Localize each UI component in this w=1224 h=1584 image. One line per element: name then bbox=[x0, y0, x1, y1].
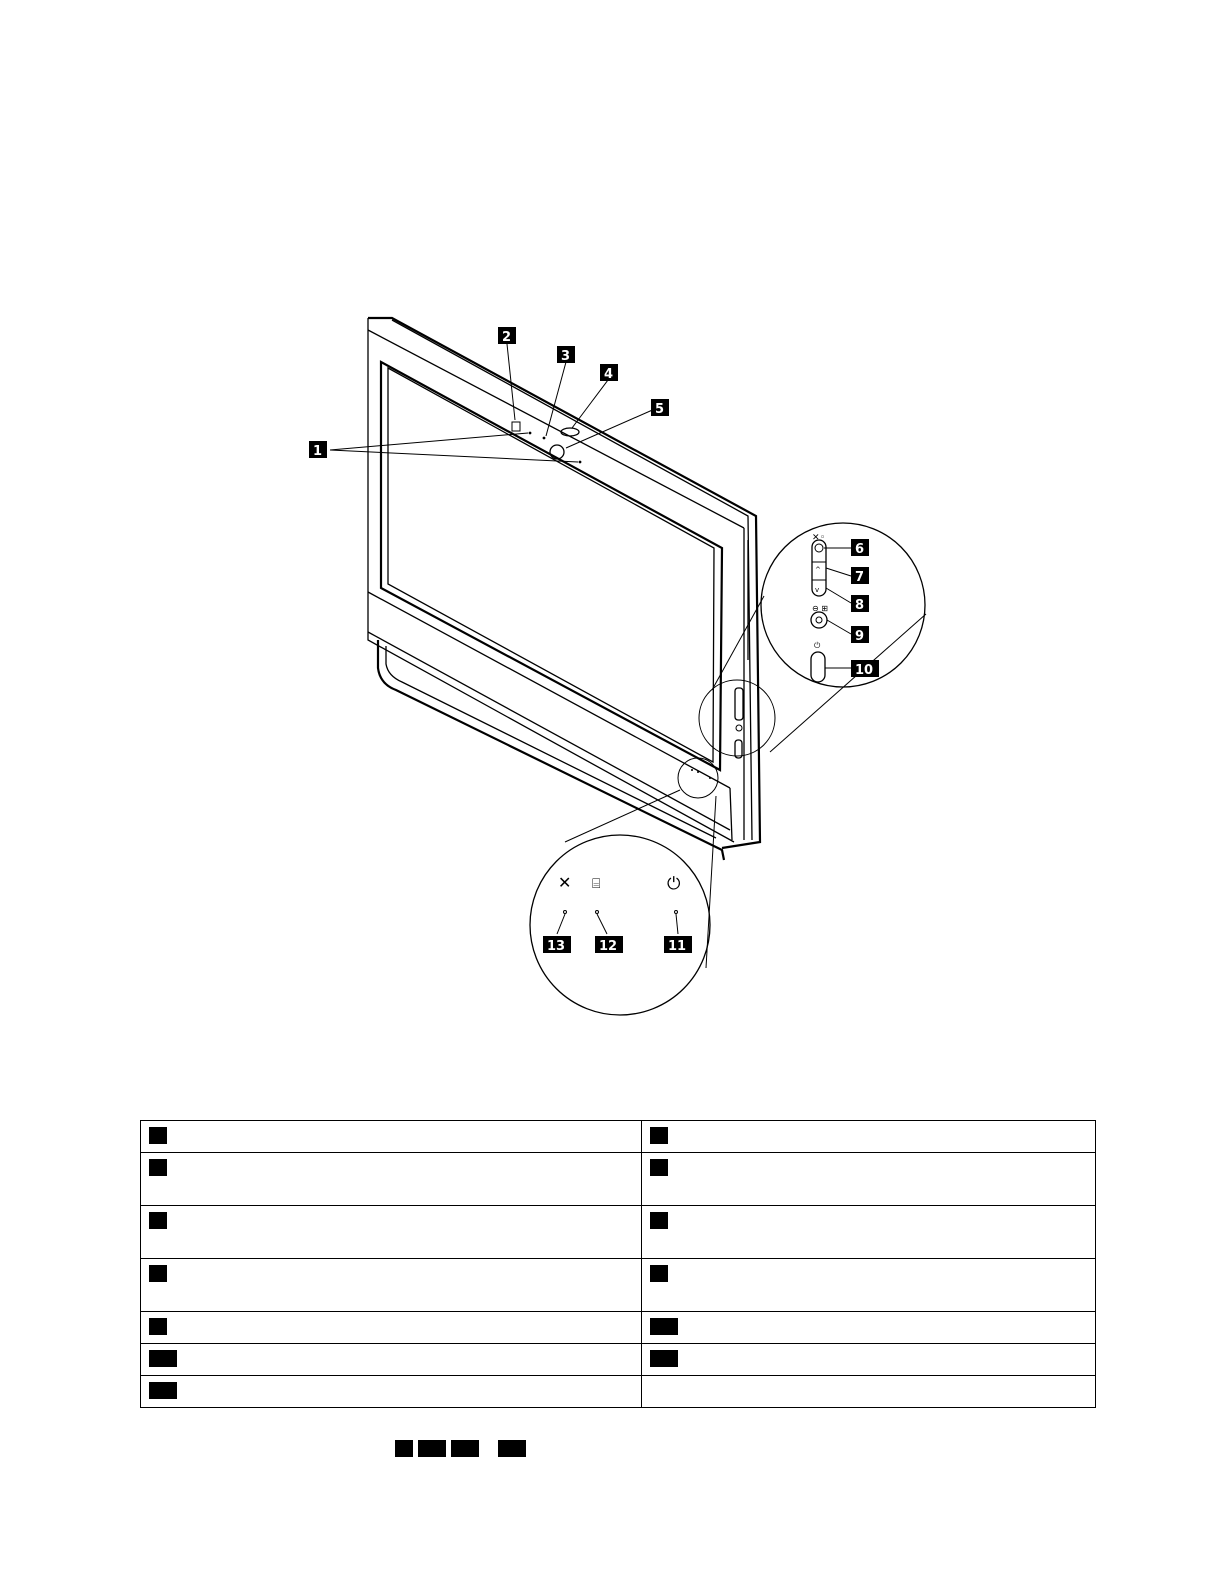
svg-text:4: 4 bbox=[604, 367, 613, 382]
legend-row bbox=[140, 1120, 1096, 1153]
callout-3: 3 bbox=[557, 346, 575, 364]
svg-text:7: 7 bbox=[855, 570, 864, 585]
legend-badge bbox=[650, 1265, 668, 1282]
legend-cell-11 bbox=[140, 1343, 642, 1376]
leader-lines bbox=[329, 343, 658, 463]
svg-text:v: v bbox=[815, 586, 819, 594]
legend-cell-12 bbox=[641, 1343, 1096, 1376]
legend-cell-13 bbox=[140, 1375, 642, 1408]
svg-text:✕: ✕ bbox=[812, 533, 820, 543]
legend-row bbox=[140, 1343, 1096, 1376]
legend-badge bbox=[149, 1127, 167, 1144]
legend-cell-6 bbox=[641, 1205, 1096, 1259]
callout-12: 12 bbox=[595, 936, 623, 954]
legend-row bbox=[140, 1375, 1096, 1408]
hard-disk-drive-icon: ⌸ bbox=[592, 876, 600, 892]
svg-text:10: 10 bbox=[855, 663, 873, 678]
legend-cell-10 bbox=[641, 1311, 1096, 1344]
legend-cell-14 bbox=[641, 1375, 1096, 1408]
svg-text:6: 6 bbox=[855, 542, 864, 557]
side-controls-magnifier: ✕ ◦ ^ v ⊖ ⊞ ⏻ bbox=[698, 522, 927, 759]
svg-text:12: 12 bbox=[599, 939, 617, 954]
callout-8: 8 bbox=[851, 595, 869, 613]
legend-cell-3 bbox=[140, 1152, 642, 1206]
svg-text:1: 1 bbox=[313, 444, 322, 459]
svg-text:8: 8 bbox=[855, 598, 864, 613]
legend-badge bbox=[650, 1350, 678, 1367]
legend-cell-2 bbox=[641, 1120, 1096, 1153]
callout-6: 6 bbox=[851, 539, 869, 557]
legend-badge bbox=[650, 1159, 668, 1176]
legend-badge bbox=[650, 1212, 668, 1229]
monitor-outline bbox=[367, 316, 762, 861]
legend-badge bbox=[149, 1159, 167, 1176]
svg-text:11: 11 bbox=[668, 939, 686, 954]
callout-4: 4 bbox=[600, 364, 618, 382]
legend-badge bbox=[650, 1318, 678, 1335]
legend-row bbox=[140, 1311, 1096, 1344]
component-legend-table bbox=[140, 1120, 1096, 1408]
legend-cell-4 bbox=[641, 1152, 1096, 1206]
callout-10: 10 bbox=[851, 660, 879, 678]
svg-text:2: 2 bbox=[502, 330, 511, 345]
legend-row bbox=[140, 1258, 1096, 1312]
legend-cell-7 bbox=[140, 1258, 642, 1312]
legend-badge bbox=[149, 1212, 167, 1229]
svg-text:9: 9 bbox=[855, 629, 864, 644]
legend-badge bbox=[650, 1127, 668, 1144]
svg-text:⏻: ⏻ bbox=[814, 641, 821, 650]
legend-badge bbox=[149, 1318, 167, 1335]
footnote-badge bbox=[451, 1440, 479, 1457]
svg-text:◦: ◦ bbox=[820, 533, 825, 543]
callout-11: 11 bbox=[664, 936, 692, 954]
callout-9: 9 bbox=[851, 626, 869, 644]
footnote-badge bbox=[418, 1440, 446, 1457]
legend-cell-9 bbox=[140, 1311, 642, 1344]
legend-badge bbox=[149, 1382, 177, 1399]
footnote-callout-badges bbox=[395, 1440, 531, 1458]
indicator-lights-magnifier: ✕ ⌸ ⏻ bbox=[529, 757, 719, 1016]
footnote-badge bbox=[498, 1440, 526, 1457]
legend-cell-1 bbox=[140, 1120, 642, 1153]
microphone-mute-icon: ✕ bbox=[558, 873, 571, 892]
legend-cell-5 bbox=[140, 1205, 642, 1259]
callout-1: 1 bbox=[309, 441, 327, 459]
legend-row bbox=[140, 1152, 1096, 1206]
legend-badge bbox=[149, 1265, 167, 1282]
callout-2: 2 bbox=[498, 327, 516, 345]
callout-5: 5 bbox=[651, 399, 669, 417]
svg-text:5: 5 bbox=[655, 402, 664, 417]
legend-cell-8 bbox=[641, 1258, 1096, 1312]
svg-text:⊖ ⊞: ⊖ ⊞ bbox=[812, 604, 828, 613]
power-icon: ⏻ bbox=[667, 874, 681, 894]
legend-badge bbox=[149, 1350, 177, 1367]
svg-text:3: 3 bbox=[561, 349, 570, 364]
callout-7: 7 bbox=[851, 567, 869, 585]
computer-front-view-diagram: ✕ ◦ ^ v ⊖ ⊞ ⏻ ✕ ⌸ ⏻ bbox=[309, 316, 927, 1016]
svg-text:13: 13 bbox=[547, 939, 565, 954]
legend-row bbox=[140, 1205, 1096, 1259]
svg-text:^: ^ bbox=[815, 566, 821, 574]
top-bezel-features bbox=[511, 421, 582, 464]
footnote-badge bbox=[395, 1440, 413, 1457]
callout-13: 13 bbox=[543, 936, 571, 954]
